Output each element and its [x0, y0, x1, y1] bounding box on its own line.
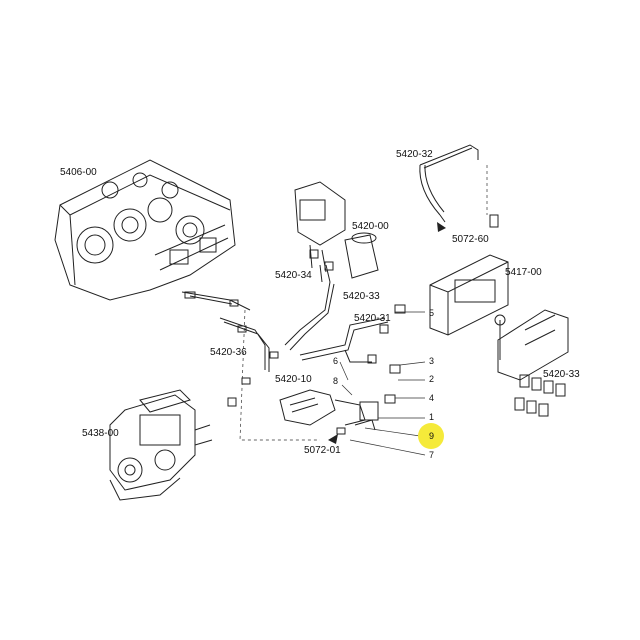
label-5072-01[interactable]: 5072-01	[304, 445, 341, 456]
label-5438-00[interactable]: 5438-00	[82, 428, 119, 439]
valve-bank	[429, 254, 569, 381]
arrows	[328, 222, 446, 444]
item-number-5[interactable]: 5	[429, 308, 435, 318]
highlight-marker	[418, 423, 444, 449]
label-5420-00[interactable]: 5420-00	[352, 221, 389, 232]
item-number-6[interactable]: 6	[333, 356, 339, 366]
unloader-valve	[279, 389, 379, 431]
engine-block	[54, 159, 236, 301]
leader-lines	[239, 165, 488, 456]
label-5420-33-b[interactable]: 5420-33	[543, 369, 580, 380]
connector-set	[514, 374, 566, 417]
label-5420-31[interactable]: 5420-31	[354, 313, 391, 324]
fittings	[184, 214, 499, 435]
label-5417-00[interactable]: 5417-00	[505, 267, 542, 278]
air-compressor	[109, 389, 213, 501]
label-5420-34[interactable]: 5420-34	[275, 270, 312, 281]
item-number-1[interactable]: 1	[429, 412, 435, 422]
item-number-8[interactable]: 8	[333, 376, 339, 386]
item-number-9[interactable]: 9	[429, 431, 435, 441]
label-5420-36[interactable]: 5420-36	[210, 347, 247, 358]
item-number-4[interactable]: 4	[429, 393, 435, 403]
item-number-3[interactable]: 3	[429, 356, 435, 366]
label-5406-00[interactable]: 5406-00	[60, 167, 97, 178]
label-5420-33-a[interactable]: 5420-33	[343, 291, 380, 302]
label-5420-32[interactable]: 5420-32	[396, 149, 433, 160]
label-5072-60[interactable]: 5072-60	[452, 234, 489, 245]
item-number-2[interactable]: 2	[429, 374, 435, 384]
item-number-7[interactable]: 7	[429, 450, 435, 460]
pipe-lines	[181, 144, 479, 372]
filter-assembly	[294, 181, 379, 279]
label-5420-10[interactable]: 5420-10	[275, 374, 312, 385]
